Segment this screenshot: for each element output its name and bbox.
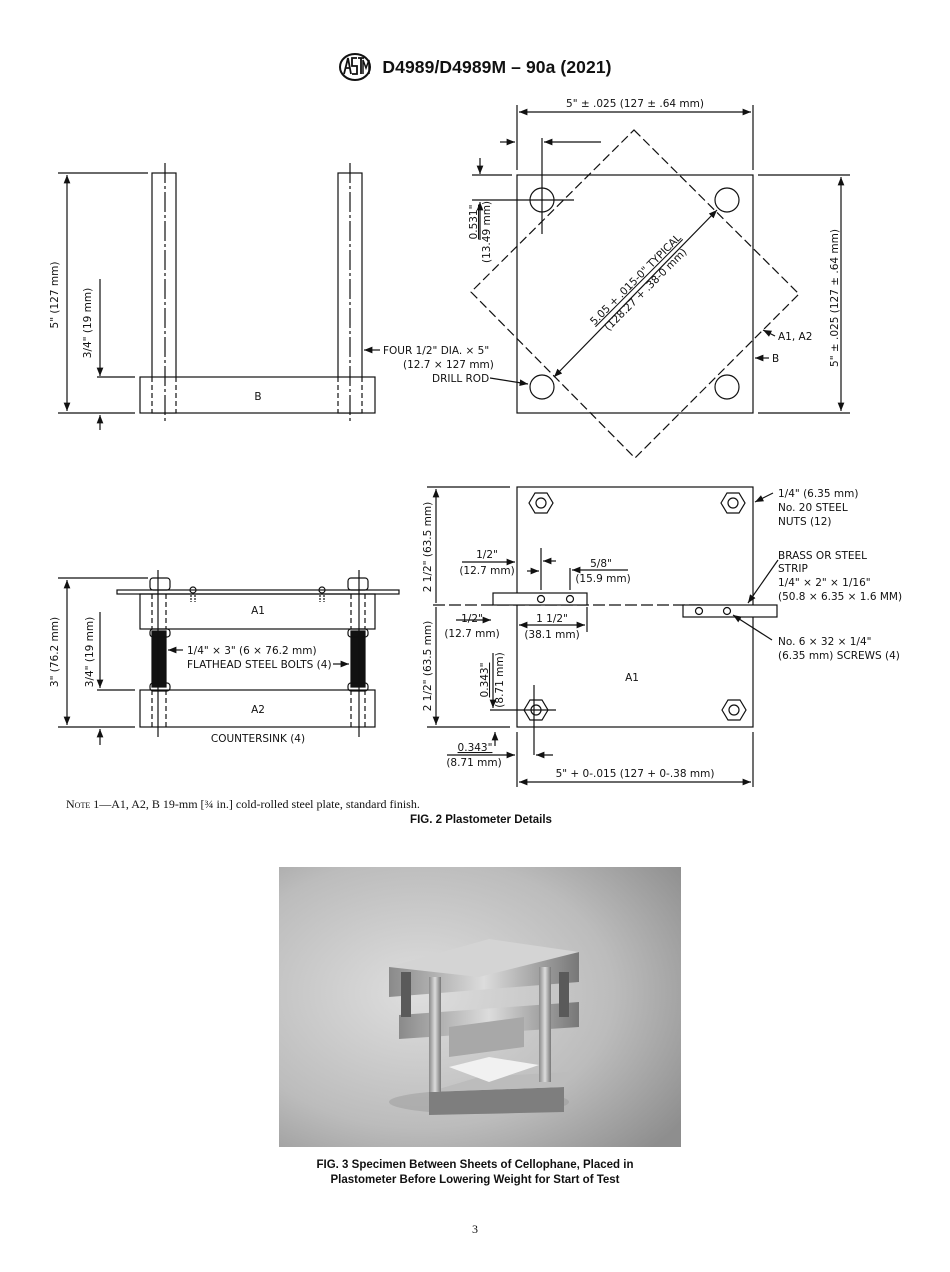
plate-width-dim: 5" + 0-.015 (127 + 0-.38 mm) [556, 768, 715, 780]
strip-offset-bot-in: 1/2" [461, 613, 483, 625]
strip-length-mm: (38.1 mm) [524, 629, 579, 641]
plan-height-dim: 5" ± .025 (127 ± .64 mm) [829, 229, 841, 367]
strip-callout: BRASS OR STEEL [778, 550, 867, 562]
note-text: —A1, A2, B 19-mm [¾ in.] cold-rolled ste… [99, 797, 420, 811]
label-b: B [772, 353, 779, 365]
strip-callout-mm: (50.8 × 6.35 × 1.6 MM) [778, 591, 902, 603]
rod-callout-type: DRILL ROD [432, 373, 489, 385]
astm-logo-icon [339, 53, 372, 81]
document-title: D4989/D4989M – 90a (2021) [382, 56, 612, 77]
screw-spacing-in: 5/8" [590, 558, 612, 570]
screws-callout: No. 6 × 32 × 1/4" [778, 636, 872, 648]
figure-note: Note 1—A1, A2, B 19-mm [¾ in.] cold-roll… [66, 797, 420, 812]
upper-half-dim: 2 1/2" (63.5 mm) [422, 502, 434, 592]
assembly-height-dim: 3" (76.2 mm) [49, 617, 61, 687]
figure-3-caption: FIG. 3 Specimen Between Sheets of Cellop… [0, 1158, 950, 1188]
figure-2-drawing: 5" (127 mm) 3/4" (19 mm) B FOUR 1/2" DIA… [49, 98, 902, 787]
bolt-callout-type: FLATHEAD STEEL BOLTS (4) [187, 659, 332, 671]
note-prefix: Note 1 [66, 797, 100, 811]
strip-offset-top-mm: (12.7 mm) [459, 565, 514, 577]
nut-horz-mm: (8.71 mm) [446, 757, 501, 769]
lower-half-dim: 2 1/2" (63.5 mm) [422, 621, 434, 711]
plate-a2-label: A2 [251, 704, 265, 716]
hole-offset-in: 0.531" [468, 205, 480, 240]
nut-horz-in: 0.343" [458, 742, 493, 754]
figure-2-caption: FIG. 2 Plastometer Details [410, 814, 552, 826]
page-number: 3 [472, 1222, 478, 1236]
nuts-callout-type: No. 20 STEEL [778, 502, 848, 514]
hole-offset-mm: (13.49 mm) [481, 201, 493, 263]
nuts-callout: 1/4" (6.35 mm) [778, 488, 858, 500]
bolt-callout: 1/4" × 3" (6 × 76.2 mm) [187, 645, 317, 657]
plate-a1-label: A1 [251, 605, 265, 617]
plan-view-plates [470, 105, 850, 459]
page-header: D4989/D4989M – 90a (2021) [0, 52, 950, 82]
figure-3-caption-line1: FIG. 3 Specimen Between Sheets of Cellop… [316, 1159, 634, 1171]
assembly-gap-dim: 3/4" (19 mm) [84, 617, 96, 687]
nut-vert-in: 0.343" [479, 663, 491, 698]
base-dim-label: 3/4" (19 mm) [82, 288, 94, 358]
plan-view-a1 [427, 486, 779, 787]
rod-callout: FOUR 1/2" DIA. × 5" [383, 345, 489, 357]
strip-callout-size: 1/4" × 2" × 1/16" [778, 577, 871, 589]
label-a1-a2: A1, A2 [778, 331, 812, 343]
height-dim-label: 5" (127 mm) [49, 262, 61, 329]
plan-width-dim: 5" ± .025 (127 ± .64 mm) [566, 98, 704, 110]
strip-offset-bot-mm: (12.7 mm) [444, 628, 499, 640]
diagonal-dim-mm: (128.27 + .38-0 mm) [602, 246, 689, 333]
strip-length-in: 1 1/2" [536, 613, 568, 625]
figure-3-caption-line2: Plastometer Before Lowering Weight for S… [330, 1174, 620, 1186]
side-view-base-b [58, 163, 380, 430]
strip-offset-top-in: 1/2" [476, 549, 498, 561]
countersink-label: COUNTERSINK (4) [211, 733, 305, 745]
plate-b-label: B [254, 391, 261, 403]
side-view-a1-a2 [58, 570, 400, 745]
nuts-callout-qty: NUTS (12) [778, 516, 832, 528]
rod-callout-mm: (12.7 × 127 mm) [403, 359, 494, 371]
nut-vert-mm: (8.71 mm) [494, 652, 506, 707]
plastometer-photo [279, 867, 681, 1147]
plate-a1-plan-label: A1 [625, 672, 639, 684]
screw-spacing-mm: (15.9 mm) [575, 573, 630, 585]
strip-callout-2: STRIP [778, 563, 808, 575]
diagonal-dim: 5.05 + .015-0" TYPICAL [588, 232, 684, 328]
screws-callout-mm: (6.35 mm) SCREWS (4) [778, 650, 900, 662]
